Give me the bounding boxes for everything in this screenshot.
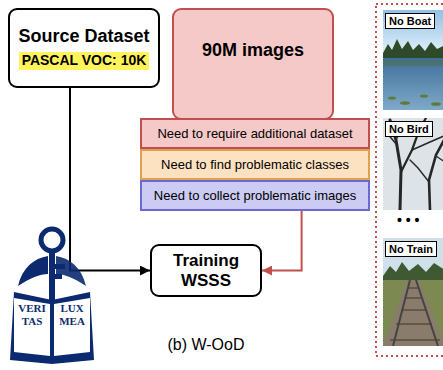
lake-photo [383, 10, 443, 110]
trees-photo [383, 118, 443, 210]
band-text: Need to collect problematic images [154, 188, 356, 204]
band-text: Need to find problematic classes [161, 157, 349, 173]
requirement-band: Need to find problematic classes [140, 149, 370, 180]
requirement-band: Need to collect problematic images [140, 180, 370, 211]
image-tag: No Train [385, 241, 437, 257]
box-heading: 90M images [202, 40, 304, 62]
box-heading: Training WSSS [158, 251, 254, 290]
box-heading: Source Dataset [18, 26, 149, 48]
band-text: Need to require additional dataset [157, 126, 352, 142]
requirement-band: Need to require additional dataset [140, 118, 370, 149]
image-tag: No Boat [385, 13, 435, 29]
logo-motto: LUX MEA [55, 302, 89, 327]
image-tag: No Bird [385, 121, 433, 137]
railway-photo [383, 238, 443, 346]
flow-arrow [70, 88, 150, 271]
image-pool-box: 90M images [172, 8, 334, 120]
ellipsis: • • • [397, 212, 419, 228]
dotted-panel [376, 4, 443, 356]
source-dataset-box: Source DatasetPASCAL VOC: 10K [8, 8, 160, 88]
highlight-text: PASCAL VOC: 10K [19, 52, 150, 70]
logo-motto: VERI TAS [15, 302, 49, 327]
figure-caption: (b) W-OoD [126, 336, 286, 354]
training-box: Training WSSS [150, 244, 262, 297]
